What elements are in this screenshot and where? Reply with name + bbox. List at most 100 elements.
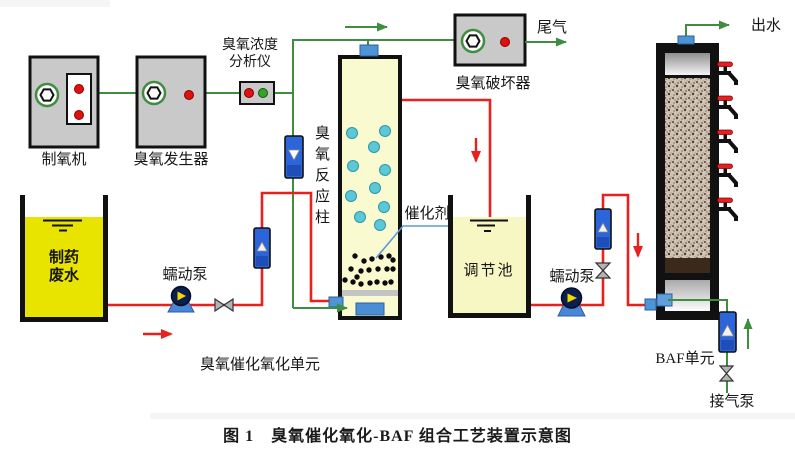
bubble-icon	[346, 127, 358, 139]
regulation-pool	[448, 195, 531, 318]
ozone-bubbles	[345, 125, 391, 231]
catalyst-dot-icon	[367, 280, 373, 286]
peristaltic-pump-2	[557, 287, 586, 317]
catalyst-dot-icon	[386, 253, 392, 259]
peristaltic-pump-1	[167, 285, 195, 313]
catalyst-dot-icon	[342, 277, 348, 283]
bolt-icon	[460, 28, 486, 54]
valve-feed1	[214, 297, 234, 313]
support-layer	[665, 258, 710, 273]
catalyst-dot-icon	[358, 268, 364, 274]
baf-unit-label: BAF单元	[655, 351, 715, 367]
tap-icon	[716, 197, 738, 221]
sample-taps	[716, 61, 738, 221]
ozone-generator-label: 臭氧发生器	[133, 152, 209, 168]
red-indicator-icon	[184, 90, 194, 100]
catalyst-dot-icon	[369, 256, 375, 262]
bubble-icon	[379, 164, 391, 176]
catalyst-dot-icon	[390, 257, 396, 263]
red-indicator-icon	[244, 88, 254, 98]
reaction-column-label: 臭氧反应柱	[313, 125, 329, 230]
figure-caption: 图 1 臭氧催化氧化-BAF 组合工艺装置示意图	[223, 428, 572, 445]
valve-feed2	[594, 262, 612, 279]
bubble-icon	[345, 190, 357, 202]
catalyst-dot-icon	[354, 274, 360, 280]
catalyst-dot-icon	[388, 279, 394, 285]
catalyst-dot-icon	[382, 280, 388, 286]
bubble-icon	[379, 125, 391, 137]
gas-diffuser	[355, 302, 385, 316]
catalyst-callout-line	[375, 225, 452, 259]
scan-artifact	[150, 413, 795, 419]
bolt-icon	[141, 80, 167, 106]
tap-icon	[716, 129, 738, 153]
ozone-destroyer-box	[453, 13, 527, 67]
red-indicator-icon	[500, 37, 510, 47]
red-indicator-icon	[74, 84, 84, 94]
oxygen-generator-label: 制氧机	[41, 152, 87, 168]
ozone-reaction-column	[328, 44, 402, 320]
ozone-unit-label: 臭氧催化氧化单元	[200, 357, 321, 373]
triangle-up-icon	[597, 222, 609, 233]
catalyst-dot-icon	[348, 266, 354, 272]
catalyst-dot-icon	[390, 266, 396, 272]
bubble-icon	[374, 219, 386, 231]
inlet-port	[644, 298, 657, 311]
scan-artifact	[0, 0, 110, 7]
wastewater-label: 制药 废水	[48, 250, 79, 284]
triangle-right-icon	[567, 293, 577, 303]
tap-icon	[716, 163, 738, 187]
bolt-icon	[34, 82, 60, 108]
baf-column	[644, 35, 738, 320]
triangle-up-icon	[720, 324, 735, 337]
flow-arrows	[143, 22, 753, 349]
red-indicator-icon	[74, 110, 84, 120]
headspace	[665, 53, 710, 75]
ozone-analyzer-box	[239, 81, 275, 105]
catalyst-dot-icon	[378, 254, 384, 260]
top-port	[677, 35, 695, 45]
catalyst-dot-icon	[361, 258, 367, 264]
triangle-up-icon	[256, 241, 268, 252]
triangle-down-icon	[287, 149, 301, 161]
catalyst-label: 催化剂	[404, 206, 450, 222]
flowmeter-feed2	[594, 208, 612, 250]
indicator-panel	[66, 73, 92, 125]
catalyst-dot-icon	[350, 279, 356, 285]
inlet-port	[328, 296, 344, 308]
filter-media	[665, 78, 710, 258]
pump2-label: 蠕动泵	[549, 269, 595, 285]
catalyst-dot-icon	[358, 281, 364, 287]
flowmeter-gas	[284, 135, 304, 179]
catalyst-dot-icon	[366, 267, 372, 273]
green-indicator-icon	[258, 88, 268, 98]
flowmeter-feed1	[253, 227, 271, 269]
bubble-icon	[368, 141, 380, 153]
catalyst-dot-icon	[375, 266, 381, 272]
oxygen-generator-box	[28, 55, 100, 149]
catalyst-dot-icon	[374, 279, 380, 285]
tap-icon	[716, 95, 738, 119]
outlet-label: 出水	[750, 18, 781, 34]
bubble-icon	[354, 211, 366, 223]
water-level-icon	[470, 219, 508, 232]
pool-label: 调节池	[463, 263, 515, 279]
water-level-icon	[43, 219, 82, 232]
air-line	[668, 299, 728, 312]
catalyst-dot-icon	[352, 253, 358, 259]
valve-air	[718, 365, 735, 382]
triangle-right-icon	[177, 291, 186, 301]
wastewater-tank	[20, 195, 108, 322]
top-port	[359, 44, 379, 57]
analyzer-label: 臭氧浓度 分析仪	[222, 38, 278, 70]
red-liquid-pipes	[106, 98, 648, 307]
pump1-label: 蠕动泵	[162, 267, 208, 283]
bubble-icon	[378, 201, 390, 213]
catalyst-dot-icon	[384, 266, 390, 272]
air-pump-label: 接气泵	[709, 394, 755, 410]
destroyer-label: 臭氧破坏器	[455, 76, 531, 92]
ozone-generator-box	[135, 55, 207, 149]
support-plate	[342, 290, 398, 296]
